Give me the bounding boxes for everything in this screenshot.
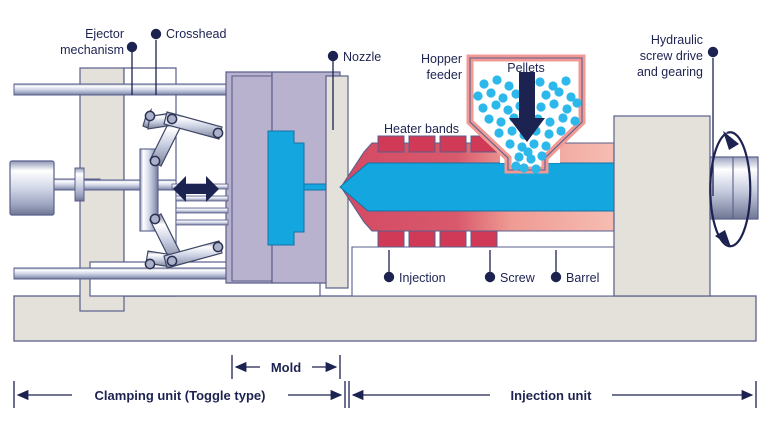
label-hopper-line2: feeder	[427, 68, 462, 82]
screw-rotation-arrow	[709, 131, 752, 248]
label-barrel: Barrel	[566, 271, 599, 285]
callout-dot-ejector[interactable]	[126, 41, 138, 53]
label-injection: Injection	[399, 271, 446, 285]
label-hopper-line1: Hopper	[421, 52, 462, 66]
callout-dot-barrel[interactable]	[550, 271, 562, 283]
dim-label-mold: Mold	[271, 360, 301, 375]
toggle-linkage-lower	[144, 213, 224, 270]
label-hydraulic-line1: Hydraulic	[651, 33, 703, 47]
label-heater-bands: Heater bands	[384, 122, 459, 136]
dim-clamping-unit: Clamping unit (Toggle type)	[13, 381, 346, 408]
callout-dot-nozzle[interactable]	[327, 50, 339, 62]
label-ejector-line1: Ejector	[85, 27, 124, 41]
callout-dot-screw[interactable]	[484, 271, 496, 283]
machine-base	[13, 295, 757, 342]
callout-leaders	[126, 28, 719, 283]
hopper-pellets	[473, 75, 582, 174]
label-screw: Screw	[500, 271, 536, 285]
label-nozzle: Nozzle	[343, 50, 381, 64]
dim-injection-unit: Injection unit	[348, 381, 757, 408]
pellet-flow-arrow	[509, 72, 545, 142]
dim-label-clamping-unit: Clamping unit (Toggle type)	[95, 388, 266, 403]
heater-bands-lower	[377, 230, 498, 248]
clamp-cylinder	[9, 160, 177, 216]
drive-housing	[613, 115, 711, 297]
hopper-feeder	[466, 54, 586, 174]
dimension-lines: Mold Clamping unit (Toggle type) Injecti…	[13, 355, 757, 408]
label-pellets: Pellets	[507, 61, 545, 75]
mold-open-close-arrow	[173, 176, 219, 202]
molded-part	[267, 130, 305, 246]
callout-dot-injection[interactable]	[383, 271, 395, 283]
dim-label-injection-unit: Injection unit	[511, 388, 593, 403]
melt-channel	[339, 162, 615, 212]
plain-labels: Hopper feeder Heater bands Pellets	[384, 52, 545, 136]
label-crosshead: Crosshead	[166, 27, 226, 41]
crosshead-plate	[139, 148, 159, 232]
callout-dot-hydraulic-drive[interactable]	[707, 46, 719, 58]
toggle-linkage-upper	[142, 107, 224, 167]
injection-unit-assembly	[339, 54, 759, 297]
dim-mold: Mold	[231, 355, 341, 379]
callout-labels: Ejector mechanism Crosshead Nozzle Injec…	[60, 27, 703, 285]
label-hydraulic-line3: and gearing	[637, 65, 703, 79]
callout-dot-crosshead[interactable]	[150, 28, 162, 40]
clamping-unit-assembly	[9, 67, 349, 312]
label-ejector-line2: mechanism	[60, 43, 124, 57]
label-hydraulic-line2: screw drive	[640, 49, 703, 63]
